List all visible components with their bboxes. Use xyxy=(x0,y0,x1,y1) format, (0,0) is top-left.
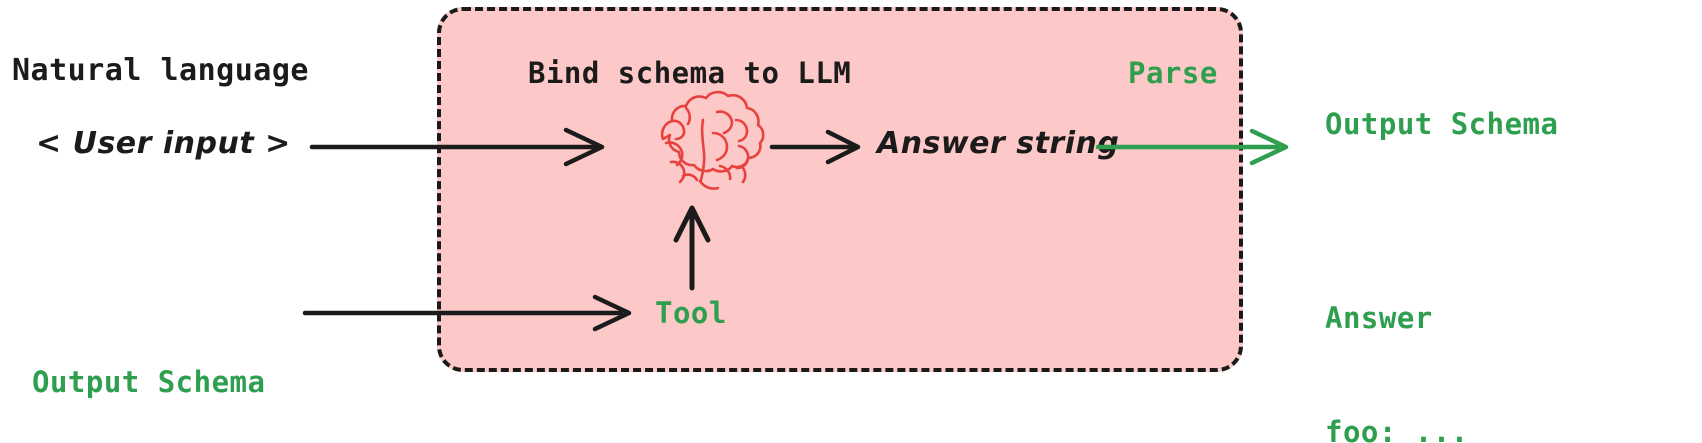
output-schema-block: Output Schema Answer foo: ... bar: ... xyxy=(1325,29,1558,443)
spacer xyxy=(1325,219,1558,223)
parse-label: Parse xyxy=(1128,56,1218,90)
output-schema-foo: foo: ... xyxy=(1325,415,1469,443)
answer-string-text: Answer string xyxy=(877,126,1120,161)
input-schema-title: Output Schema xyxy=(32,365,266,399)
input-output-schema-block: Output Schema foo: ... bar: ... xyxy=(32,292,265,443)
output-schema-answer: Answer xyxy=(1325,301,1433,335)
output-schema-title: Output Schema xyxy=(1325,107,1559,141)
natural-language-label: Natural language xyxy=(12,53,309,88)
bind-schema-title: Bind schema to LLM xyxy=(528,56,852,90)
user-input-text: < User input > xyxy=(36,126,291,161)
tool-label: Tool xyxy=(655,296,727,330)
